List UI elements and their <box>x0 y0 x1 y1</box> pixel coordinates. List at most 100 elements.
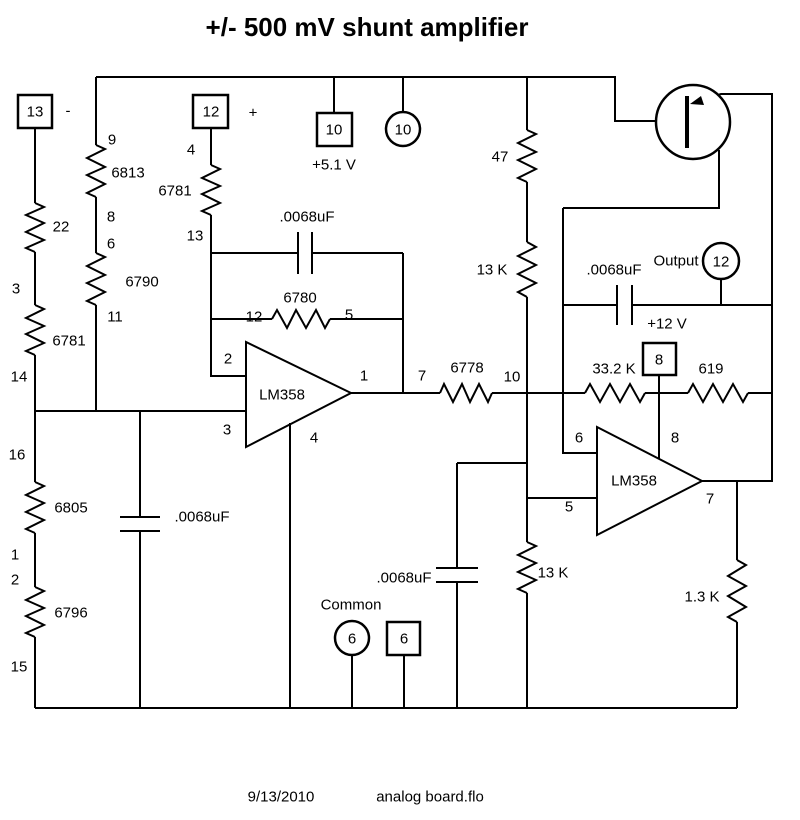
terminal-box-8 <box>641 341 678 377</box>
top-rail-wire <box>96 76 687 122</box>
cap-top-label: .0068uF <box>279 209 334 226</box>
resistor-13k-lower-symbol <box>515 541 539 594</box>
terminal-box-10-label: 10 <box>326 122 343 139</box>
pin-14-label: 14 <box>11 369 28 386</box>
pin-1-output-label: 1 <box>360 368 368 385</box>
capacitor-symbols <box>120 232 633 583</box>
terminal-10-voltage-label: +5.1 V <box>312 157 356 174</box>
collector-path-wire <box>563 150 720 209</box>
resistor-13k-upper-symbol <box>515 241 539 298</box>
terminal-circle-12-label: 12 <box>713 254 730 271</box>
wires <box>34 76 773 709</box>
terminal-box-13-label: 13 <box>27 104 44 121</box>
resistor-6805-symbol <box>23 481 47 534</box>
resistor-symbols <box>23 129 749 638</box>
terminal-circle-10 <box>384 110 422 148</box>
pin-7-wire-label: 7 <box>418 368 426 385</box>
pin-3-input-label: 3 <box>223 422 231 439</box>
resistor-6796-symbol <box>23 586 47 638</box>
pin-2-left-label: 2 <box>11 572 19 589</box>
resistor-6805-label: 6805 <box>54 500 87 517</box>
component-labels: 22 6813 6790 6781 6781 6805 6796 6780 67… <box>52 149 723 622</box>
terminal-box-6 <box>385 620 422 657</box>
transistor-symbol <box>654 83 732 161</box>
resistor-619-label: 619 <box>698 361 723 378</box>
pin6-input-wire <box>562 208 597 454</box>
resistor-619-symbol <box>687 381 749 405</box>
opamp-u2-label: LM358 <box>611 473 657 490</box>
resistor-6790-label: 6790 <box>125 274 158 291</box>
resistor-6778-label: 6778 <box>450 360 483 377</box>
schematic-title: +/- 500 mV shunt amplifier <box>206 12 529 42</box>
pin-7-output-label: 7 <box>706 491 714 508</box>
terminal-box-13 <box>16 93 54 130</box>
terminal-circle-10-label: 10 <box>395 122 412 139</box>
resistor-33_2k-label: 33.2 K <box>592 361 635 378</box>
pin-11-label: 11 <box>107 309 123 326</box>
footer: 9/13/2010 analog board.flo <box>248 789 484 806</box>
resistor-13k-lower-label: 13 K <box>538 565 569 582</box>
terminal-box-6-label: 6 <box>400 631 408 648</box>
resistor-6780-label: 6780 <box>283 290 316 307</box>
pin-4-ground-label: 4 <box>310 430 318 447</box>
plus12v-label: +12 V <box>647 316 687 333</box>
pin2-feedback-wire <box>210 215 246 377</box>
terminal-box-10 <box>315 111 354 148</box>
pin-6-label: 6 <box>107 236 115 253</box>
resistor-6790-symbol <box>84 252 108 306</box>
resistor-33_2k-symbol <box>584 381 646 405</box>
pin-8-vcc-label: 8 <box>671 430 679 447</box>
terminal-12-polarity-label: + <box>249 105 258 122</box>
terminal-13-polarity-label: - <box>66 103 71 120</box>
resistor-6796-label: 6796 <box>54 605 87 622</box>
pin-1-left-label: 1 <box>11 547 19 564</box>
terminal-labels: 13 - 12 + 10 +5.1 V 10 12 Output 8 +12 V… <box>27 103 730 648</box>
output-name-label: Output <box>653 253 699 270</box>
pin-3-left-label: 3 <box>12 281 20 298</box>
resistor-6781-mid-label: 6781 <box>158 183 191 200</box>
terminal-box-12-label: 12 <box>203 104 220 121</box>
footer-filename: analog board.flo <box>376 789 484 806</box>
resistor-6781-left-symbol <box>23 304 47 356</box>
opamp-u2-triangle <box>596 425 705 537</box>
cap-right-label: .0068uF <box>586 262 641 279</box>
pin-9-label: 9 <box>108 132 116 149</box>
pin-6-input-label: 6 <box>575 430 583 447</box>
resistor-6778-symbol <box>439 381 493 405</box>
resistor-1_3k-label: 1.3 K <box>684 589 719 606</box>
pin-15-label: 15 <box>11 659 28 676</box>
terminal-circle-12-output <box>701 241 741 281</box>
terminal-box-12 <box>191 93 230 130</box>
pin-12-label: 12 <box>246 309 263 326</box>
pin-labels: 9 8 6 11 3 14 16 1 2 15 4 13 12 5 2 3 1 … <box>9 132 715 676</box>
terminal-circle-6-label: 6 <box>348 631 356 648</box>
footer-date: 9/13/2010 <box>248 789 315 806</box>
pin-16-label: 16 <box>9 447 26 464</box>
resistor-6781-left-label: 6781 <box>52 333 85 350</box>
opamp-u1-triangle <box>245 340 354 449</box>
cap-mid-label: .0068uF <box>376 570 431 587</box>
resistor-47-label: 47 <box>492 149 509 166</box>
resistor-6780-symbol <box>271 307 331 331</box>
pin-8-label: 8 <box>107 209 115 226</box>
terminal-circle-6-common <box>333 619 371 657</box>
pin-10-label: 10 <box>504 369 521 386</box>
pin-4-top-label: 4 <box>187 142 195 159</box>
resistor-22-label: 22 <box>53 219 70 236</box>
pin-5-top-label: 5 <box>345 307 353 324</box>
opamp-u1-label: LM358 <box>259 387 305 404</box>
transistor-emitter-arrow-icon <box>690 96 704 105</box>
resistor-6813-symbol <box>84 144 108 198</box>
resistor-22-symbol <box>23 202 47 253</box>
common-name-label: Common <box>321 597 382 614</box>
pin-2-input-label: 2 <box>224 351 232 368</box>
resistor-13k-upper-label: 13 K <box>477 262 508 279</box>
resistor-6813-label: 6813 <box>111 165 144 182</box>
pin-13-label: 13 <box>187 228 204 245</box>
pin-5-input-label: 5 <box>565 499 573 516</box>
resistor-6781-mid-symbol <box>199 164 223 216</box>
cap-left-label: .0068uF <box>174 509 229 526</box>
resistor-1_3k-symbol <box>725 559 749 623</box>
